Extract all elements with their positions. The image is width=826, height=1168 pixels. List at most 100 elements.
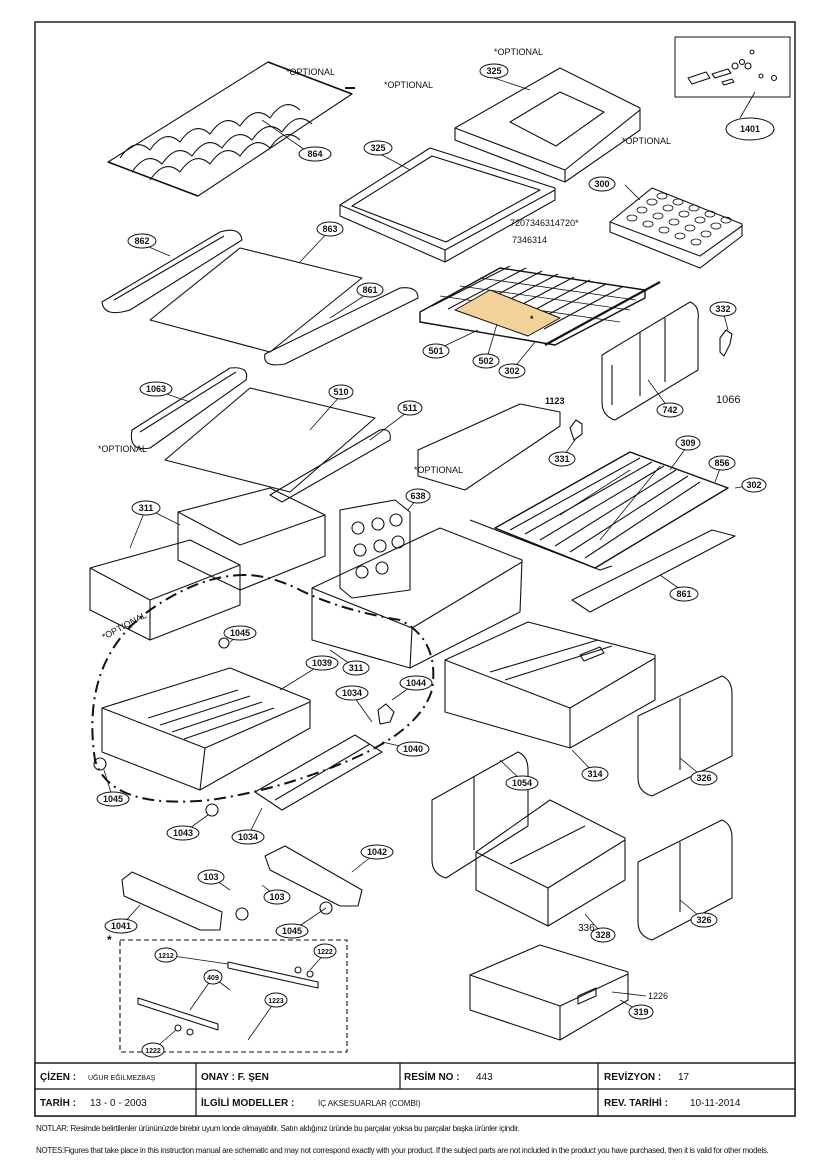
callout-bubble-302b (741, 477, 767, 493)
callout-bubble-1222b (141, 1042, 165, 1058)
callout-label-510: 510 (333, 387, 348, 397)
callout-bubble-1223 (264, 992, 288, 1008)
door-cover-2-drawing (637, 819, 733, 941)
optional-note-1: *OPTIONAL (286, 67, 335, 77)
optional-note-4: *OPTIONAL (622, 136, 671, 146)
revision-date-value: 10-11-2014 (690, 1098, 741, 1109)
trim-drawing (130, 367, 248, 450)
date-value: 13 - 0 - 2003 (90, 1098, 147, 1109)
leader-lines (103, 77, 756, 1051)
approved-by: ONAY : F. ŞEN (201, 1072, 269, 1083)
bottle-rack-drawing (339, 499, 411, 599)
callout-bubble-864 (298, 146, 332, 162)
date-label: TARİH : (40, 1096, 76, 1109)
callout-label-1042: 1042 (367, 847, 387, 857)
notes-english: NOTES:Figures that take place in this in… (36, 1146, 769, 1155)
callout-label-1044: 1044 (406, 678, 426, 688)
callout-label-409: 409 (207, 975, 219, 982)
callout-label-300: 300 (594, 179, 609, 189)
callout-bubble-1401 (725, 117, 775, 141)
callout-bubble-409 (203, 969, 223, 985)
cover-flap-drawing (254, 734, 383, 811)
callout-label-1043: 1043 (173, 828, 193, 838)
callout-label-1222a: 1222 (317, 949, 333, 956)
egg-tray-drawing (609, 187, 743, 269)
callout-bubble-309 (675, 435, 701, 451)
part-callouts: 8643253251401300862863861501502302332106… (96, 63, 775, 1058)
callout-bubble-314 (581, 766, 609, 782)
callout-label-1045b: 1045 (103, 794, 123, 804)
callout-label-1401: 1401 (740, 124, 760, 134)
callout-label-1045c: 1045 (282, 926, 302, 936)
part-code-1: 7207346314720* (510, 218, 579, 228)
drawn-by-value: UĞUR EĞİLMEZBAŞ (88, 1073, 156, 1082)
door-cover-1-drawing (637, 675, 733, 797)
optional-shelf-drawing (417, 403, 561, 491)
part-code-2: 7346314 (512, 235, 547, 245)
callout-bubble-1041 (104, 918, 138, 934)
large-wire-shelf-drawing (469, 451, 729, 571)
callout-label-319: 319 (633, 1007, 648, 1017)
callout-bubble-1044 (399, 675, 433, 691)
drawing-number-label: RESİM NO : (404, 1070, 460, 1083)
callout-label-325b: 325 (370, 143, 385, 153)
door-cover-3-drawing (431, 751, 529, 879)
callout-label-1063: 1063 (146, 384, 166, 394)
callout-bubble-1045a (223, 625, 257, 641)
callout-bubble-856 (708, 455, 736, 471)
notes-turkish: NOTLAR: Resimde belirtilenler ürününüzde… (36, 1124, 520, 1133)
callout-label-1034a: 1034 (342, 688, 362, 698)
optional-note-3: *OPTIONAL (494, 47, 543, 57)
optional-note-6: *OPTIONAL (414, 465, 463, 475)
callout-label-103b: 103 (269, 892, 284, 902)
callout-label-331: 331 (554, 454, 569, 464)
shelf-trim-drawing (101, 229, 243, 314)
callout-label-1040: 1040 (403, 744, 423, 754)
asterisk-mark-1: * (530, 314, 534, 324)
drawing-number-value: 443 (476, 1072, 493, 1083)
callout-bubble-861b (669, 586, 699, 602)
callout-bubble-511 (397, 400, 423, 416)
callout-bubble-1045b (96, 791, 130, 807)
callout-label-332: 332 (715, 304, 730, 314)
callout-bubble-862 (127, 233, 157, 249)
related-models-label: İLGİLİ MODELLER : (201, 1096, 294, 1109)
callout-label-1045a: 1045 (230, 628, 250, 638)
clip-drawing (719, 329, 733, 357)
label-1066: 1066 (716, 394, 740, 406)
label-1123: 1123 (545, 396, 565, 406)
glass-sheet-2-drawing (164, 387, 376, 493)
callout-label-302b: 302 (746, 480, 761, 490)
shelf-strip-drawing (264, 287, 419, 366)
wire-shelf-drawing (419, 265, 661, 346)
small-parts-drawing (687, 49, 778, 86)
callout-bubble-1212 (154, 947, 178, 963)
callout-bubble-510 (328, 384, 354, 400)
optional-note-5: *OPTIONAL (98, 444, 147, 454)
callout-label-326b: 326 (696, 915, 711, 925)
callout-label-1041: 1041 (111, 921, 131, 931)
inset-parts-drawing (137, 961, 319, 1036)
bottom-drawer-drawing (469, 944, 629, 1041)
callout-label-861b: 861 (676, 589, 691, 599)
hinge-part-drawing (569, 419, 583, 441)
part-drawings (89, 36, 791, 1053)
callout-label-311a: 311 (139, 503, 154, 513)
glass-sheet-drawing (149, 247, 363, 353)
callout-label-861a: 861 (362, 285, 377, 295)
title-block: ÇİZEN : UĞUR EĞİLMEZBAŞ ONAY : F. ŞEN RE… (34, 1062, 796, 1117)
callout-bubble-326b (690, 912, 718, 928)
callout-bubble-332 (709, 301, 737, 317)
callout-label-103a: 103 (203, 872, 218, 882)
drawing-frame (34, 21, 796, 1117)
optional-note-2: *OPTIONAL (384, 80, 433, 90)
crisper-drawer-2-drawing (311, 527, 523, 669)
callout-bubble-311a (131, 500, 161, 516)
callout-bubble-311b (342, 660, 370, 676)
callout-bubble-1039 (305, 655, 339, 671)
callout-bubble-328 (590, 927, 616, 943)
callout-bubble-319 (628, 1004, 654, 1020)
callout-label-328: 328 (595, 930, 610, 940)
callout-bubble-1043 (166, 825, 200, 841)
